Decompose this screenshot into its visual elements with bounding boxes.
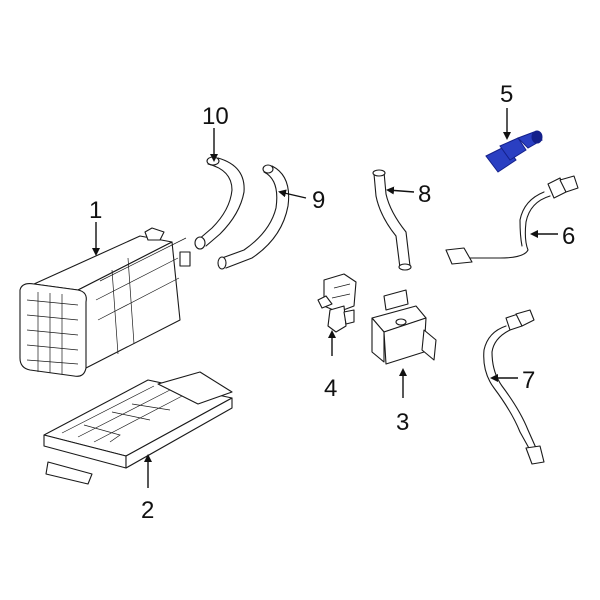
- callout-9: 9: [312, 187, 325, 214]
- callout-3: 3: [396, 409, 409, 436]
- callout-2: 2: [141, 497, 154, 524]
- leader-9: [278, 189, 307, 199]
- callout-10: 10: [202, 103, 229, 130]
- callout-5: 5: [500, 81, 513, 108]
- callout-7: 7: [522, 367, 535, 394]
- callout-4: 4: [324, 375, 337, 402]
- highlighted-sensor[interactable]: [485, 130, 543, 173]
- leader-8: [386, 186, 415, 195]
- callout-6: 6: [562, 223, 575, 250]
- callout-8: 8: [418, 181, 431, 208]
- vapor-hose-upper[interactable]: [194, 156, 245, 250]
- canister-tray[interactable]: [43, 371, 233, 485]
- vapor-hose-lower[interactable]: [217, 164, 290, 270]
- purge-hose[interactable]: [372, 169, 412, 271]
- callout-1: 1: [89, 197, 102, 224]
- charcoal-canister[interactable]: [19, 227, 191, 377]
- oxygen-sensor-lower[interactable]: [483, 309, 545, 465]
- canister-close-valve[interactable]: [371, 289, 437, 365]
- oxygen-sensor-upper[interactable]: [445, 175, 579, 265]
- purge-control-valve[interactable]: [317, 273, 357, 333]
